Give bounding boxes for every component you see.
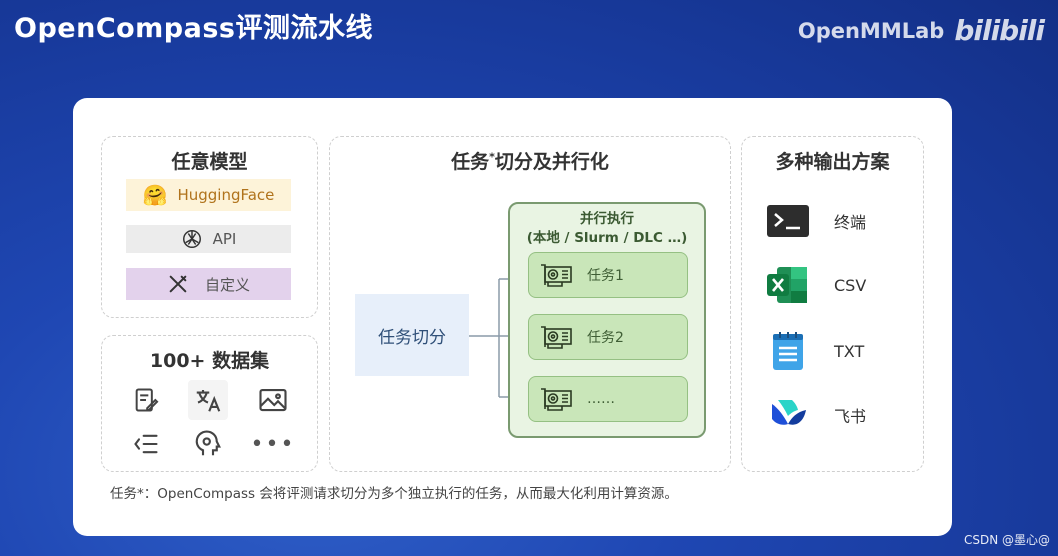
excel-icon <box>766 265 810 305</box>
task-label: 任务1 <box>587 268 624 284</box>
hugging-face-emoji-icon: 🤗 <box>142 183 168 207</box>
task-item: …… <box>528 376 688 422</box>
output-label: TXT <box>834 341 865 361</box>
output-label: 飞书 <box>834 407 867 426</box>
exec-title-sub: (本地 / Slurm / DLC …) <box>526 230 688 246</box>
gpu-card-icon <box>541 388 572 411</box>
models-title: 任意模型 <box>171 151 248 173</box>
model-item-custom: 自定义 <box>126 268 291 300</box>
openai-logo-icon <box>182 230 201 248</box>
model-label: API <box>212 230 237 248</box>
model-label: HuggingFace <box>177 186 275 204</box>
exec-title: 并行执行 (本地 / Slurm / DLC …) <box>510 210 704 248</box>
brand-name: OpenMMLab <box>797 18 945 43</box>
feishu-logo-icon <box>766 395 810 435</box>
terminal-icon <box>766 201 810 241</box>
pipeline-card: 任意模型 🤗 HuggingFace API 自定义 100+ 数据集 <box>73 98 952 536</box>
pipeline-title-main: 任务 <box>451 151 490 173</box>
outputs-title: 多种输出方案 <box>775 151 890 173</box>
task-split-box: 任务切分 <box>355 294 469 376</box>
exec-title-main: 并行执行 <box>580 211 634 227</box>
slide-title: OpenCompass评测流水线 <box>14 13 373 44</box>
footnote: 任务*：OpenCompass 会将评测请求切分为多个独立执行的任务，从而最大化… <box>110 486 678 502</box>
datasets-title: 100+ 数据集 <box>149 350 270 372</box>
head-brain-icon <box>188 424 228 464</box>
model-item-api: API <box>126 225 291 253</box>
pipeline-title-rest: 切分及并行化 <box>494 151 609 173</box>
image-icon <box>253 380 293 420</box>
output-label: CSV <box>834 275 867 295</box>
task-item: 任务1 <box>528 252 688 298</box>
task-label: …… <box>587 391 615 407</box>
output-label: 终端 <box>834 213 867 232</box>
translate-icon <box>188 380 228 420</box>
output-item-terminal: 终端 <box>766 201 866 241</box>
model-label: 自定义 <box>204 275 250 294</box>
parallel-exec-box: 并行执行 (本地 / Slurm / DLC …) 任务1 任务2 …… <box>508 202 706 438</box>
gpu-card-icon <box>541 326 572 349</box>
pipeline-title-asterisk: * <box>489 150 495 164</box>
tools-icon <box>169 275 187 293</box>
task-item: 任务2 <box>528 314 688 360</box>
model-item-huggingface: 🤗 HuggingFace <box>126 179 291 211</box>
datasets-panel: 100+ 数据集 ••• <box>101 335 318 472</box>
csdn-watermark: CSDN @墨心@ <box>963 533 1050 547</box>
output-item-txt: TXT <box>766 331 864 371</box>
list-indent-icon <box>126 424 166 464</box>
models-panel: 任意模型 🤗 HuggingFace API 自定义 <box>101 136 318 318</box>
task-label: 任务2 <box>587 330 624 346</box>
gpu-card-icon <box>541 264 572 287</box>
output-item-feishu: 飞书 <box>766 395 866 435</box>
more-icon: ••• <box>250 431 296 457</box>
brand-logo: OpenMMLab bilibili <box>797 14 1045 47</box>
document-edit-icon <box>126 380 166 420</box>
outputs-panel: 多种输出方案 终端 CSV TXT 飞书 <box>741 136 924 472</box>
notepad-icon <box>766 331 810 371</box>
bilibili-logo: bilibili <box>954 14 1045 47</box>
output-item-csv: CSV <box>766 265 866 305</box>
pipeline-title: 任务*切分及并行化 <box>330 147 730 174</box>
